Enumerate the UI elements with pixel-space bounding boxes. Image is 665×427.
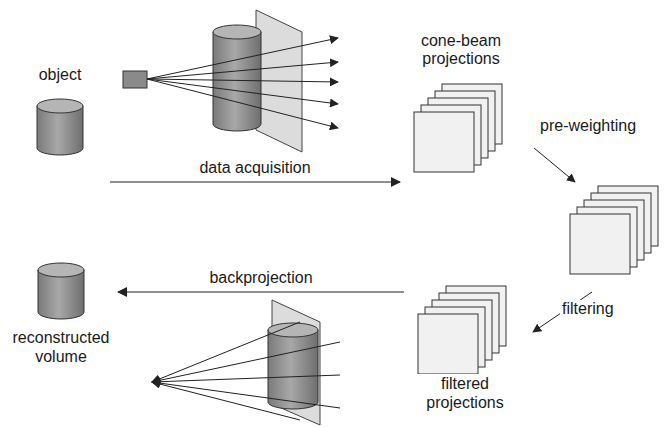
stage-node: object	[12, 66, 108, 194]
object-cylinder	[35, 98, 85, 160]
stage-label: cone-beam projections	[402, 32, 520, 69]
flow-arrow	[118, 291, 404, 292]
reconstructed-cylinder	[36, 262, 86, 324]
stage-node: cone-beam projections	[402, 32, 520, 184]
filtered-projection-stack	[415, 284, 515, 378]
step-arrow	[534, 148, 575, 182]
backprojection-illustration	[152, 300, 340, 425]
edge-label: backprojection	[207, 269, 314, 287]
step-label: filtering	[560, 300, 616, 318]
stage-node: filtered projections	[406, 284, 524, 412]
flow-arrow	[110, 181, 400, 182]
step-label: pre-weighting	[538, 117, 638, 135]
projection-stack	[411, 82, 511, 181]
acquisition-illustration	[123, 10, 338, 152]
edge-label: data acquisition	[197, 159, 312, 177]
weighted-projection-stack	[570, 186, 658, 274]
stage-label: object	[12, 66, 108, 84]
stage-node: reconstructed volume	[6, 262, 116, 366]
stage-label: filtered projections	[406, 375, 524, 412]
stage-label: reconstructed volume	[6, 329, 116, 366]
